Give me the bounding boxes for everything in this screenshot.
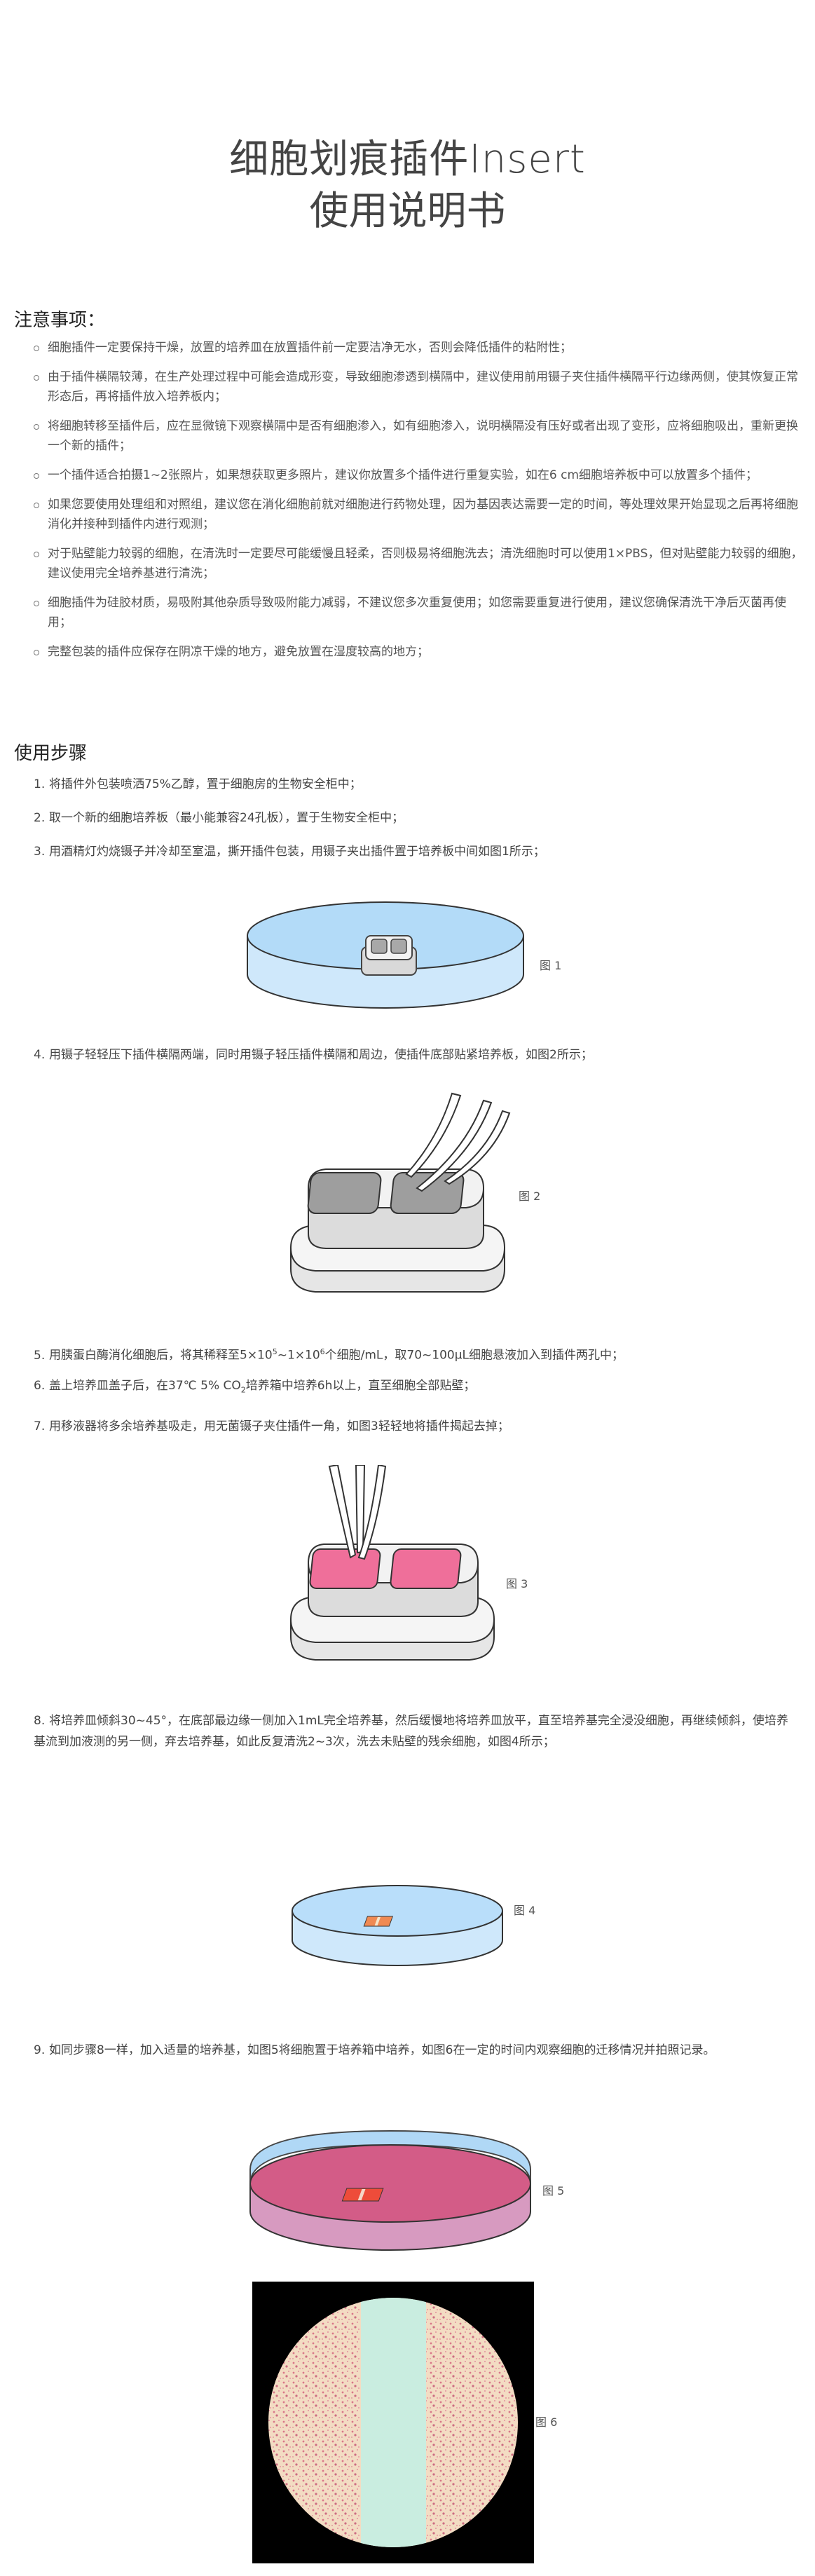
step-1: 1.将插件外包装喷洒75%乙醇，置于细胞房的生物安全柜中； [34, 777, 362, 791]
note-item: 完整包装的插件应保存在阴凉干燥的地方，避免放置在湿度较高的地方； [32, 642, 803, 662]
notes-heading: 注意事项： [14, 310, 106, 331]
note-item: 细胞插件为硅胶材质，易吸附其他杂质导致吸附能力减弱，不建议您多次重复使用；如您需… [32, 593, 803, 632]
note-item: 由于插件横隔较薄，在生产处理过程中可能会造成形变，导致细胞渗透到横隔中，建议使用… [32, 367, 803, 407]
step-6: 6.盖上培养皿盖子后，在37℃ 5% CO2培养箱中培养6h以上，直至细胞全部贴… [34, 1379, 476, 1395]
step-8: 8.将培养皿倾斜30~45°，在底部最边缘一侧加入1mL完全培养基，然后缓慢地将… [34, 1714, 788, 1749]
notes-list: 细胞插件一定要保持干燥，放置的培养皿在放置插件前一定要洁净无水，否则会降低插件的… [32, 338, 803, 662]
note-item: 对于贴壁能力较弱的细胞，在清洗时一定要尽可能缓慢且轻柔，否则极易将细胞洗去；清洗… [32, 544, 803, 583]
figure-5-dish-incubation [249, 2129, 531, 2251]
figure-2-insert-with-tweezers [289, 1092, 511, 1293]
note-item: 将细胞转移至插件后，应在显微镜下观察横隔中是否有细胞渗入，如有细胞渗入，说明横隔… [32, 416, 803, 456]
figure-6-caption: 图 6 [535, 2415, 558, 2429]
figure-4-caption: 图 4 [514, 1904, 536, 1917]
step-3: 3.用酒精灯灼烧镊子并冷却至室温，撕开插件包装，用镊子夹出插件置于培养板中间如图… [34, 845, 545, 859]
figure-3-insert-removal [289, 1465, 495, 1661]
page-title-line1: 细胞划痕插件Insert [229, 137, 586, 182]
step-7: 7.用移液器将多余培养基吸走，用无菌镊子夹住插件一角，如图3轻轻地将插件揭起去掉… [34, 1419, 509, 1433]
note-item: 如果您要使用处理组和对照组，建议您在消化细胞前就对细胞进行药物处理，因为基因表达… [32, 495, 803, 534]
page-title-line2: 使用说明书 [309, 189, 506, 234]
step-4: 4.用镊子轻轻压下插件横隔两端，同时用镊子轻压插件横隔和周边，使插件底部贴紧培养… [34, 1048, 593, 1062]
figure-1-dish-with-insert [247, 901, 524, 1009]
step-2: 2.取一个新的细胞培养板（最小能兼容24孔板），置于生物安全柜中； [34, 811, 404, 825]
step-5: 5.用胰蛋白酶消化细胞后，将其稀释至5×105~1×106个细胞/mL，取70~… [34, 1347, 624, 1363]
insert-icon [361, 935, 417, 976]
note-item: 细胞插件一定要保持干燥，放置的培养皿在放置插件前一定要洁净无水，否则会降低插件的… [32, 338, 803, 357]
steps-heading: 使用步骤 [14, 743, 88, 764]
step-9: 9.如同步骤8一样，加入适量的培养基，如图5将细胞置于培养箱中培养，如图6在一定… [34, 2043, 715, 2057]
figure-4-dish-washing [292, 1885, 503, 1966]
note-item: 一个插件适合拍摄1~2张照片，如果想获取更多照片，建议你放置多个插件进行重复实验… [32, 465, 803, 485]
figure-5-caption: 图 5 [542, 2184, 565, 2197]
figure-6-microscope-view [252, 2282, 534, 2563]
figure-2-caption: 图 2 [519, 1190, 541, 1203]
figure-1-caption: 图 1 [540, 959, 562, 972]
figure-3-caption: 图 3 [506, 1577, 528, 1590]
